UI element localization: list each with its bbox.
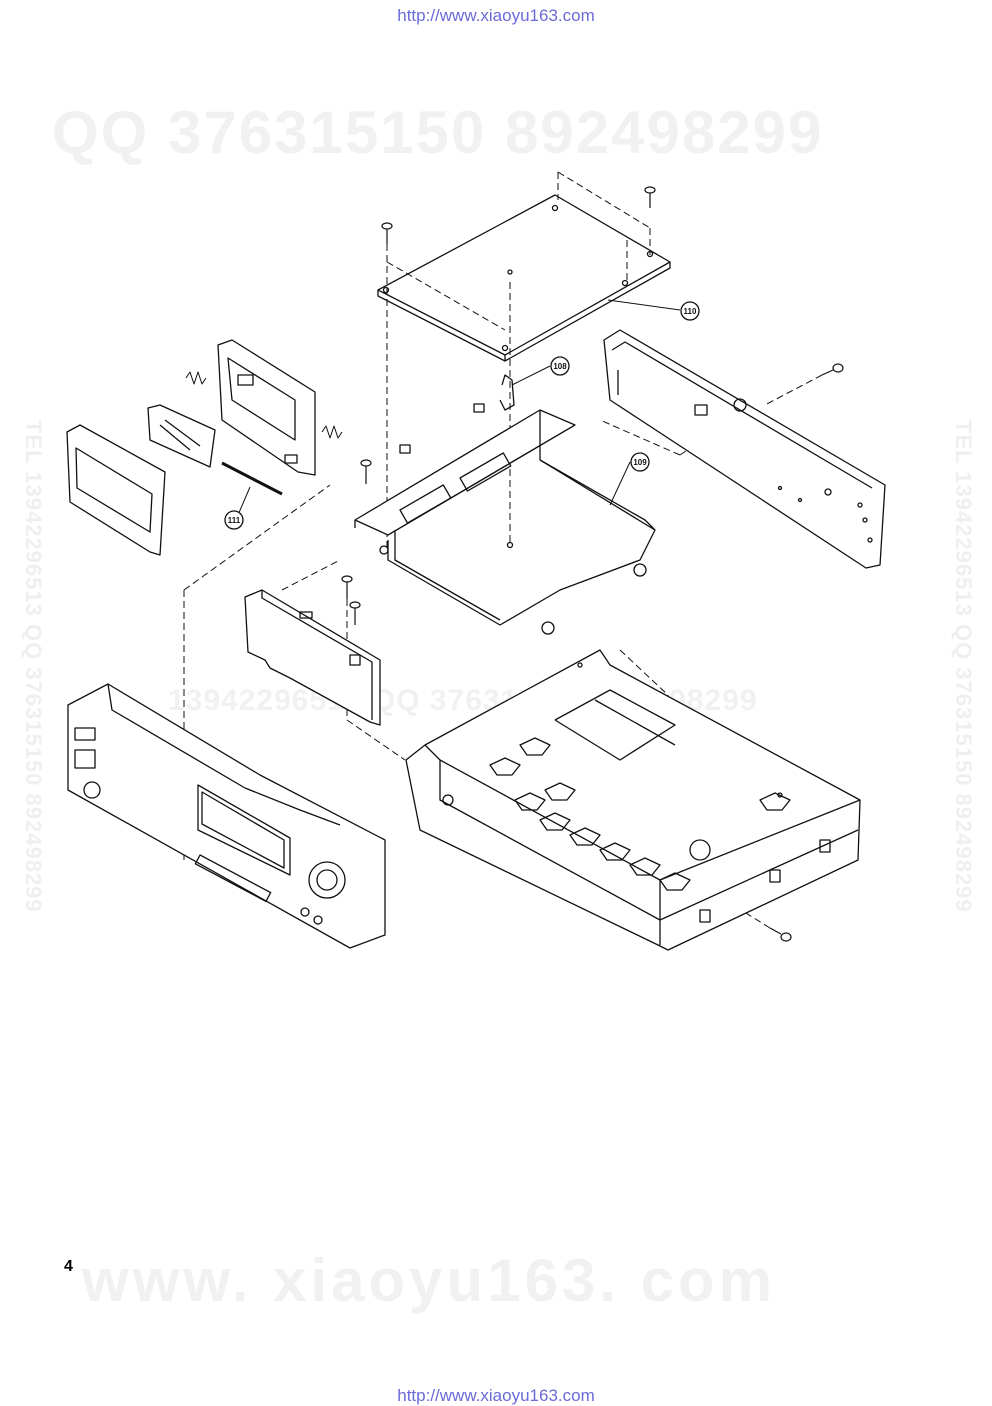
spring <box>185 371 343 439</box>
watermark-right: TEL 13942296513 QQ 376315150 892498299 <box>951 420 976 913</box>
watermark-left: TEL 13942296513 QQ 376315150 892498299 <box>21 420 46 913</box>
front-panel <box>67 683 386 949</box>
header-url: http://www.xiaoyu163.com <box>397 6 595 25</box>
callout-110: 110 <box>680 301 700 321</box>
door-panel <box>66 424 166 556</box>
small-bracket <box>244 589 381 726</box>
front-door-frame <box>217 339 316 476</box>
watermark-bottom: www. xiaoyu163. com <box>82 1247 777 1314</box>
callout-109: 109 <box>630 452 650 472</box>
bottom-chassis <box>405 649 861 951</box>
svg-text:109: 109 <box>633 458 647 467</box>
watermark-top: QQ 376315150 892498299 <box>52 99 824 166</box>
svg-text:111: 111 <box>228 516 241 525</box>
top-cover-plate <box>377 194 671 362</box>
right-side-panel <box>603 329 886 569</box>
footer-url: http://www.xiaoyu163.com <box>397 1386 595 1405</box>
callout-111: 111 <box>224 510 244 530</box>
door-rod <box>221 461 283 496</box>
screw <box>341 186 844 942</box>
page-number: 4 <box>64 1258 73 1275</box>
svg-text:110: 110 <box>684 307 697 316</box>
callout-leaders <box>237 299 681 516</box>
middle-bracket-109 <box>354 374 656 635</box>
window-glass <box>147 404 216 468</box>
svg-text:108: 108 <box>553 362 567 371</box>
callout-108: 108 <box>550 356 570 376</box>
